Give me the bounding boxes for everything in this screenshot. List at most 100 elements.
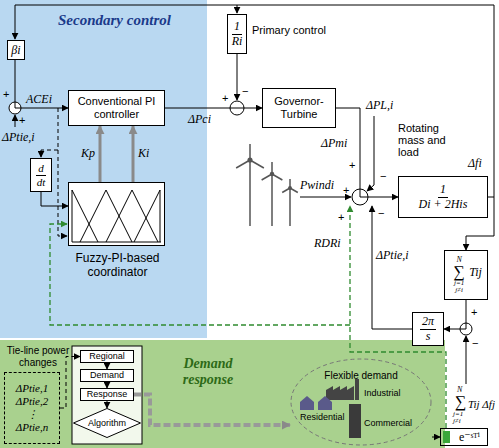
- node-text: ΔPtie,n: [16, 421, 48, 434]
- drawing-part: [106, 190, 158, 242]
- droop-block: 1Ri: [227, 14, 247, 54]
- node-text: ∑: [450, 264, 468, 280]
- diagram-label: Rotating mass and load: [398, 122, 468, 158]
- drawing-part: [271, 173, 274, 176]
- diagram-label: ∑: [455, 394, 466, 410]
- connector: [107, 401, 108, 408]
- diagram-label: j=1 j≠i: [453, 411, 471, 425]
- drawing-part: [271, 174, 273, 226]
- diagram-label: −: [380, 170, 386, 182]
- diagram-label: ΔPtie,i: [2, 130, 35, 145]
- drawing-part: [300, 197, 351, 198]
- house-icons: [300, 396, 332, 410]
- diagram-label: Residential: [300, 412, 345, 422]
- drawing-part: [80, 190, 132, 242]
- node-text: 1: [232, 20, 242, 34]
- drawing-part: [15, 5, 494, 197]
- derivative-block: ddt: [30, 158, 52, 192]
- node-text: j=1 j≠i: [450, 280, 468, 294]
- delay-icon: [443, 431, 450, 443]
- node-text: Ri: [230, 35, 245, 48]
- diagram-label: −: [242, 85, 248, 97]
- drawing-part: [41, 150, 58, 157]
- diagram-label: +: [338, 211, 344, 223]
- factory-icon: [326, 379, 359, 400]
- node-text: d: [36, 162, 46, 175]
- diagram-label: −: [378, 207, 384, 219]
- signal-label: ΔPmi: [321, 136, 347, 151]
- secondary-panel-fill: [0, 0, 207, 338]
- drawing-part: [289, 188, 291, 226]
- fuzzy-coordinator-box: Fuzzy-PI-based coordinator: [68, 182, 165, 246]
- node-text: Fuzzy-PI-based coordinator: [61, 251, 174, 280]
- drawing-part: [282, 179, 298, 226]
- fuzzy-box-fill: [68, 182, 165, 246]
- diagram-label: ΔPL,i: [366, 98, 393, 113]
- governor-turbine-box: Governor-Turbine: [262, 88, 336, 128]
- drawing-part: [318, 396, 332, 410]
- connector: [15, 60, 68, 108]
- diagram-label: Tij Δfj: [468, 398, 495, 410]
- drawing-part: [262, 162, 283, 226]
- connector: [99, 126, 102, 182]
- drawing-part: [466, 336, 467, 384]
- drawing-part: [237, 54, 238, 100]
- signal-wires: [15, 5, 494, 384]
- node-text: Tie-line power changes: [2, 345, 74, 368]
- node-text: N: [450, 256, 468, 264]
- decision-diamond: Algorithm: [73, 408, 141, 438]
- node-text: Demand response: [158, 356, 258, 388]
- node-text: ΔPtie,2: [16, 395, 48, 408]
- process-box: Demand: [80, 369, 134, 382]
- connector: [132, 126, 135, 182]
- demand-panel-fill: [0, 340, 445, 448]
- summing-junctions: [9, 101, 472, 335]
- node-text: Conventional PI controller: [71, 95, 162, 120]
- drawing-part: [350, 206, 446, 428]
- drawing-part: [289, 187, 291, 189]
- drawing-part: [50, 224, 350, 325]
- node-text: 1: [438, 183, 448, 197]
- signal-label: ΔPci: [188, 112, 211, 127]
- connector: [41, 192, 68, 206]
- rotating-mass-block: 1Di + 2His: [398, 176, 488, 218]
- node-text: Flexible demand: [290, 370, 432, 381]
- drawing-part: [248, 158, 252, 162]
- connector: [134, 395, 290, 426]
- diagram-label: +: [471, 306, 477, 318]
- drawing-part: [237, 5, 238, 13]
- integrator-block: 2πs: [412, 312, 444, 346]
- algorithm-frame: [72, 346, 142, 444]
- connector: [444, 300, 466, 329]
- node-text: dt: [35, 176, 48, 188]
- secondary-control-panel: Secondary controlβiConventional PI contr…: [0, 0, 207, 338]
- drawing-part: [72, 190, 98, 242]
- diagram-label: RDRi: [314, 236, 341, 251]
- node-text: Algorithm: [88, 419, 126, 428]
- office-building-icon: [349, 404, 361, 438]
- drawing-part: [72, 242, 161, 243]
- signal-label: Δfi: [468, 156, 482, 171]
- drawing-part: [372, 206, 412, 329]
- node-text: 2π: [420, 315, 436, 329]
- synchronizing-sum-block: N∑j=1 j≠iTij: [444, 250, 488, 300]
- drawing-part: [58, 108, 67, 236]
- diagram-label: +: [19, 114, 25, 126]
- node-text: Governor-Turbine: [265, 95, 333, 120]
- pi-controller-box: Conventional PI controller: [68, 90, 165, 126]
- drawing-part: [236, 144, 264, 226]
- diagram-label: N: [457, 386, 462, 394]
- connector: [432, 437, 440, 438]
- diagram-label: Primary control: [252, 24, 326, 36]
- diagram-label: −: [472, 337, 478, 349]
- diamond-shape: [74, 409, 141, 438]
- tie-line-box: Tie-line power changesΔPtie,1ΔPtie,2⋮ΔPt…: [4, 372, 60, 444]
- diagram-label: +: [3, 88, 9, 100]
- diagram-label: ΔPtie,i: [376, 248, 409, 263]
- node-text: s: [424, 330, 433, 343]
- node-text: βi: [11, 43, 20, 58]
- process-box: Regional: [80, 350, 134, 363]
- drawing-part: [15, 115, 16, 127]
- node-text: ΔPtie,1: [16, 382, 48, 395]
